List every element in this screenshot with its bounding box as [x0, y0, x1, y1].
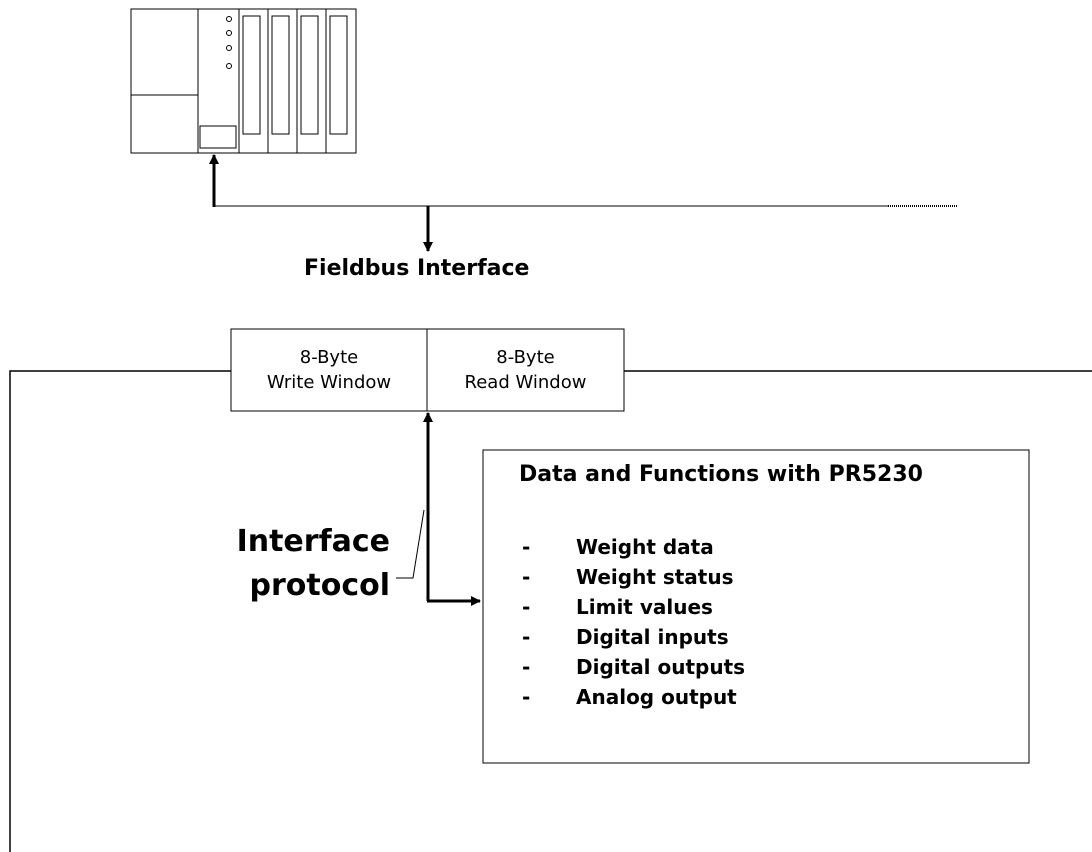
fieldbus-interface-label: Fieldbus Interface: [304, 256, 530, 281]
plc-rack-icon: [130, 8, 357, 154]
write-window: 8-Byte Write Window: [231, 329, 427, 411]
bullet-dash: -: [522, 655, 531, 679]
read-window-size: 8-Byte: [496, 347, 555, 368]
read-window-box: [426, 328, 625, 412]
function-box: [482, 449, 1030, 764]
list-item-label: Limit values: [576, 595, 713, 619]
device-boundary: [9, 370, 231, 852]
interface-protocol-label: Interface protocol: [226, 520, 390, 608]
write-window-size: 8-Byte: [299, 347, 359, 368]
list-item: - Digital inputs: [522, 622, 745, 652]
list-item: - Digital outputs: [522, 652, 745, 682]
bullet-dash: -: [522, 625, 531, 649]
read-window: 8-Byte Read Window: [427, 329, 624, 411]
list-item: - Weight status: [522, 562, 745, 592]
bullet-dash: -: [522, 535, 531, 559]
write-window-label: Write Window: [266, 372, 392, 393]
interface-protocol-line1: Interface: [236, 524, 390, 559]
list-item-label: Digital outputs: [576, 655, 746, 679]
list-item-label: Weight data: [576, 535, 714, 559]
list-item-label: Weight status: [576, 565, 734, 589]
list-item: - Weight data: [522, 532, 745, 562]
list-item-label: Analog output: [576, 685, 737, 709]
list-item: - Limit values: [522, 592, 745, 622]
read-window-label: Read Window: [464, 372, 587, 393]
bullet-dash: -: [522, 595, 531, 619]
function-box-title: Data and Functions with PR5230: [519, 462, 923, 487]
function-list: - Weight data - Weight status - Limit value…: [522, 532, 745, 712]
list-item: - Analog output: [522, 682, 745, 712]
bullet-dash: -: [522, 565, 531, 589]
protocol-leader-line: [396, 509, 425, 579]
write-window-box: [230, 328, 428, 412]
bullet-dash: -: [522, 685, 531, 709]
list-item-label: Digital inputs: [576, 625, 729, 649]
interface-protocol-line2: protocol: [249, 568, 390, 603]
